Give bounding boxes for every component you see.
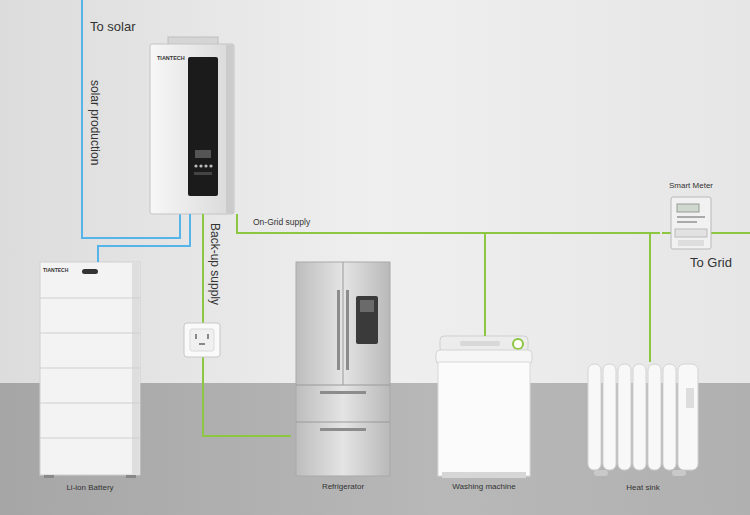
- device-label: Washing machine: [433, 482, 535, 491]
- inverter-illustration: [150, 44, 234, 214]
- heat-sink-illustration: [648, 364, 661, 470]
- washing-machine-illustration: [438, 362, 530, 476]
- socket-illustration: [184, 323, 220, 357]
- wire-label: To solar: [90, 20, 136, 35]
- battery-illustration: [40, 438, 140, 439]
- battery-illustration: [40, 368, 140, 369]
- heat-sink-illustration: [588, 364, 601, 470]
- washing-machine-illustration: [436, 336, 532, 478]
- washing-machine-illustration: [442, 472, 526, 478]
- device-label: Refrigerator: [291, 482, 395, 491]
- device-label: Smart Meter: [660, 181, 722, 190]
- heat-sink-illustration: [588, 364, 698, 476]
- battery-illustration: [40, 333, 140, 334]
- refrigerator-illustration: [346, 290, 349, 370]
- refrigerator-illustration: [356, 296, 378, 344]
- edge-label: Back-up supply: [207, 223, 221, 305]
- inverter-illustration: [195, 150, 211, 158]
- washing-machine-illustration: [460, 341, 500, 346]
- battery-illustration: [82, 269, 98, 274]
- refrigerator-illustration: [320, 428, 366, 431]
- device-label: Li-ion Battery: [37, 483, 143, 492]
- smart-meter-illustration: [671, 197, 711, 249]
- socket-illustration: [195, 334, 197, 339]
- refrigerator-illustration: [296, 385, 390, 386]
- smart-meter-illustration: [678, 240, 704, 246]
- washing-machine-illustration: [513, 339, 523, 349]
- heat-sink-illustration: [594, 470, 608, 476]
- inverter-illustration: [150, 37, 234, 214]
- washing-machine-box: Washing machine: [433, 336, 535, 494]
- heat-sink-illustration: [686, 388, 694, 408]
- socket-illustration: [207, 334, 209, 339]
- smart-meter-illustration: [671, 197, 711, 249]
- battery-illustration: [40, 298, 140, 299]
- battery-illustration: [40, 403, 140, 404]
- heat-sink-illustration: [672, 470, 686, 476]
- heat-sink-illustration: [633, 364, 646, 470]
- refrigerator-illustration: [296, 262, 390, 476]
- refrigerator-illustration: [360, 300, 374, 312]
- heat-sink-illustration: [678, 364, 698, 470]
- heat-sink-illustration: [618, 364, 631, 470]
- inverter-illustration: [204, 164, 207, 167]
- refrigerator-illustration: [320, 391, 366, 394]
- battery-illustration: [40, 262, 140, 475]
- wire-connector: [237, 214, 650, 362]
- inverter-illustration: [188, 57, 218, 196]
- heat-sink-box: Heat sink: [581, 362, 705, 494]
- refrigerator-illustration: [296, 262, 390, 476]
- socket-illustration: [190, 329, 214, 351]
- inverter-illustration: [194, 172, 212, 175]
- refrigerator-illustration: [343, 262, 344, 385]
- heat-sink-illustration: [603, 364, 616, 470]
- brand-text: TIANTECH: [43, 268, 68, 274]
- wire-label: To Grid: [690, 256, 732, 271]
- wire-label: solar production: [87, 80, 101, 165]
- battery-illustration: [40, 262, 140, 478]
- inverter-illustration: [199, 164, 202, 167]
- refrigerator-illustration: [337, 290, 340, 370]
- inverter-illustration: [226, 45, 233, 213]
- socket-illustration: [184, 323, 220, 357]
- battery-illustration: [126, 475, 136, 478]
- wire-connector: [98, 214, 190, 262]
- device-label: Heat sink: [581, 483, 705, 492]
- heat-sink-illustration: [663, 364, 676, 470]
- inverter-box: TIANTECH: [150, 44, 234, 214]
- smart-meter-illustration: [675, 229, 707, 237]
- smart-meter-illustration: [677, 204, 699, 212]
- battery-illustration: [44, 475, 54, 478]
- smart-meter-box: Smart Meter: [660, 181, 722, 251]
- brand-text: TIANTECH: [157, 55, 185, 61]
- smart-meter-illustration: [677, 221, 697, 223]
- smart-meter-illustration: [677, 216, 705, 218]
- edge-label: On-Grid supply: [253, 218, 310, 228]
- wire-connector: [237, 214, 660, 233]
- battery-box: TIANTECH Li-ion Battery: [37, 262, 143, 494]
- inverter-illustration: [194, 164, 197, 167]
- inverter-illustration: [209, 164, 212, 167]
- refrigerator-box: Refrigerator: [291, 262, 395, 494]
- refrigerator-illustration: [296, 422, 390, 423]
- socket-illustration: [199, 343, 205, 345]
